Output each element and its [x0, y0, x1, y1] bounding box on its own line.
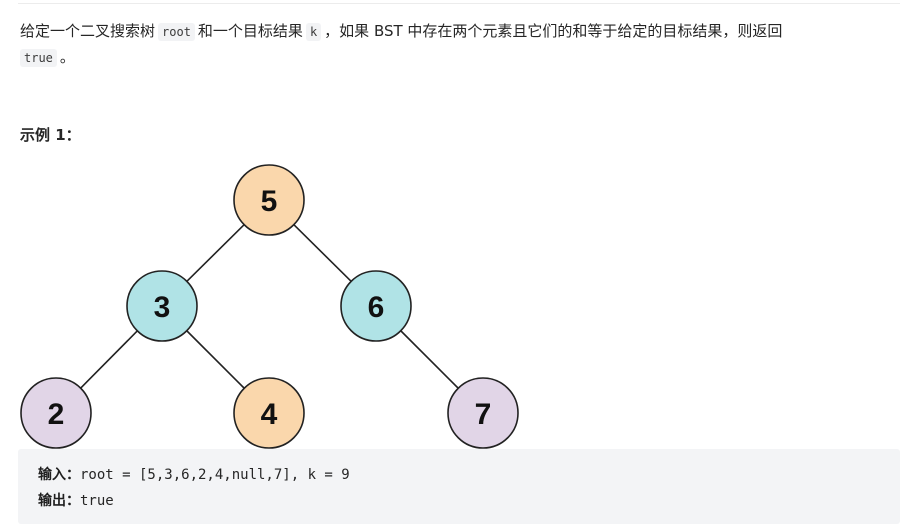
top-divider: [18, 3, 900, 4]
output-label: 输出：: [38, 493, 80, 509]
tree-node-circle: [340, 270, 412, 342]
tree-edges: [80, 224, 459, 389]
code-true: true: [20, 49, 57, 67]
tree-edge-n3-n2: [80, 330, 138, 389]
description-line-2: true。: [20, 45, 880, 71]
tree-node-circle: [447, 377, 519, 449]
tree-node-circle: [233, 164, 305, 236]
example-input-line: 输入：root = [5,3,6,2,4,null,7], k = 9: [38, 465, 350, 485]
tree-nodes: 5 3 6 2 4 7: [20, 164, 519, 449]
tree-node-circle: [126, 270, 198, 342]
description-text-3: ，如果 BST 中存在两个元素且它们的和等于给定的目标结果，则返回: [324, 22, 783, 40]
tree-node-label: 3: [154, 291, 171, 324]
tree-node-2: 2: [20, 377, 92, 449]
example-output-line: 输出：true: [38, 491, 114, 511]
tree-node-6: 6: [340, 270, 412, 342]
tree-node-4: 4: [233, 377, 305, 449]
description-text-2: 和一个目标结果: [197, 22, 303, 40]
tree-edge-n5-n6: [293, 224, 352, 282]
tree-edge-n6-n7: [400, 330, 459, 389]
tree-node-label: 2: [48, 398, 65, 431]
example-box: 输入：root = [5,3,6,2,4,null,7], k = 9 输出：t…: [18, 449, 900, 524]
output-value: true: [80, 493, 114, 509]
tree-node-3: 3: [126, 270, 198, 342]
input-label: 输入：: [38, 467, 80, 483]
code-root: root: [158, 23, 195, 41]
example-title: 示例 1：: [20, 126, 81, 144]
tree-node-5: 5: [233, 164, 305, 236]
tree-node-circle: [233, 377, 305, 449]
tree-edge-n3-n4: [186, 330, 245, 389]
tree-node-label: 5: [261, 185, 278, 218]
tree-node-circle: [20, 377, 92, 449]
code-k: k: [305, 23, 322, 41]
input-value: root = [5,3,6,2,4,null,7], k = 9: [80, 467, 350, 483]
tree-node-label: 7: [475, 398, 492, 431]
description-text-4: 。: [59, 48, 75, 66]
tree-node-label: 4: [261, 398, 278, 431]
description-text-1: 给定一个二叉搜索树: [20, 22, 156, 40]
tree-node-label: 6: [368, 291, 385, 324]
tree-edge-n5-n3: [186, 224, 245, 282]
tree-node-7: 7: [447, 377, 519, 449]
